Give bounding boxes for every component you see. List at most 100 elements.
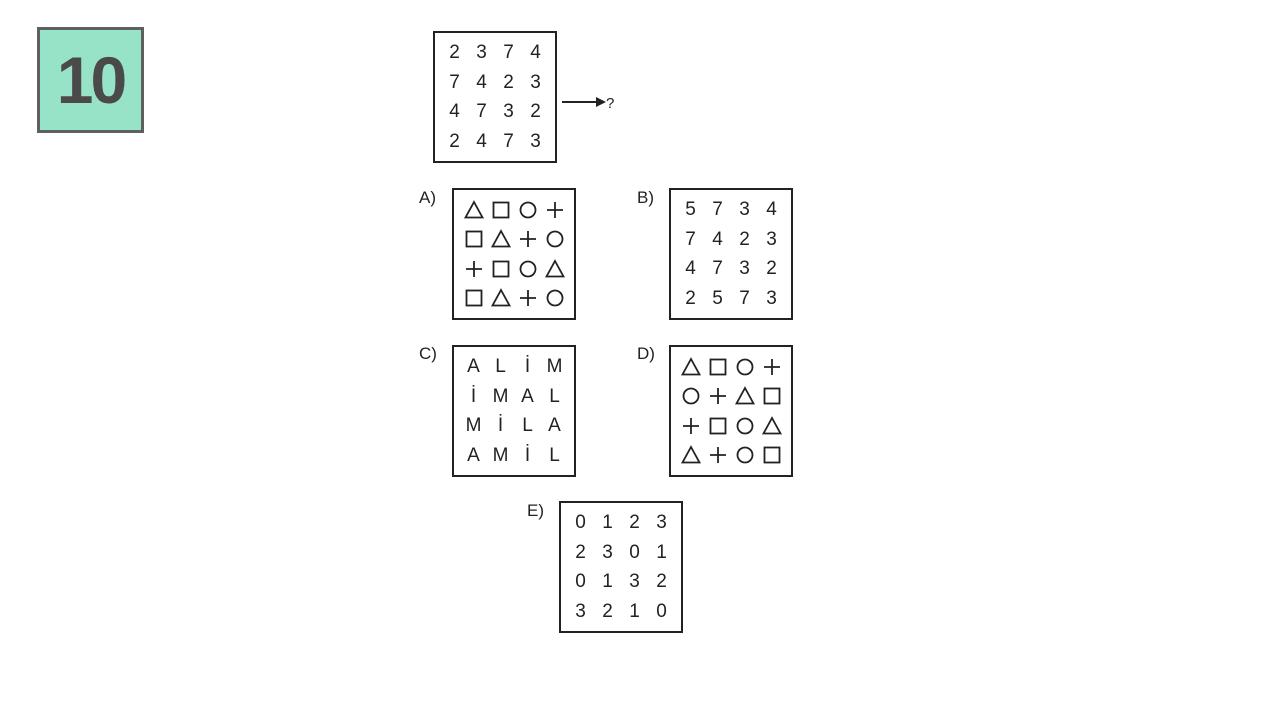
grid-cell (704, 441, 731, 471)
option-e-label: E) (527, 501, 544, 520)
grid-cell: A (467, 444, 480, 466)
plus-icon (519, 290, 536, 307)
grid-cell (514, 225, 541, 255)
grid-cell: A (548, 415, 561, 437)
plus-icon (546, 201, 563, 218)
grid-cell: 1 (656, 541, 667, 563)
grid-cell: 4 (476, 71, 487, 93)
grid-cell: 2 (602, 600, 613, 622)
plus-icon (682, 417, 699, 434)
question-number: 10 (56, 43, 127, 117)
question-mark: ? (606, 95, 615, 112)
plus-icon (763, 358, 780, 375)
grid-cell: 1 (629, 600, 640, 622)
triangle-icon (680, 445, 701, 464)
grid-cell: 7 (712, 199, 723, 221)
grid-cell (704, 382, 731, 412)
grid-cell: 3 (629, 571, 640, 593)
option-c-label: C) (419, 344, 437, 363)
grid-cell (487, 225, 514, 255)
grid-cell (758, 352, 785, 382)
grid-cell: 4 (449, 101, 460, 123)
triangle-icon (463, 199, 484, 219)
grid-cell (487, 195, 514, 225)
grid-cell: 2 (766, 258, 777, 280)
grid-cell (758, 382, 785, 412)
grid-cell (487, 254, 514, 284)
grid-cell (677, 411, 704, 441)
question-number-badge: 10 (37, 27, 144, 133)
grid-cell: İ (470, 385, 477, 407)
grid-cell: 3 (530, 130, 541, 152)
grid-cell (731, 352, 758, 382)
right-arrow-icon (562, 97, 606, 107)
grid-cell: 7 (476, 101, 487, 123)
square-icon (763, 446, 780, 464)
circle-icon (736, 417, 753, 435)
square-icon (465, 230, 482, 248)
plus-icon (709, 447, 726, 464)
grid-cell: 2 (503, 71, 514, 93)
grid-cell: 7 (685, 228, 696, 250)
grid-cell: A (467, 356, 480, 378)
grid-cell: 2 (530, 101, 541, 123)
triangle-icon (680, 356, 701, 376)
grid-cell (677, 352, 704, 382)
grid-cell: 2 (575, 541, 586, 563)
grid-cell: 1 (602, 571, 613, 593)
grid-cell: 4 (685, 258, 696, 280)
grid-cell: M (492, 444, 509, 466)
grid-cell: 3 (739, 199, 750, 221)
option-d-grid[interactable] (669, 345, 793, 477)
grid-cell (758, 441, 785, 471)
option-a-grid[interactable] (452, 188, 576, 320)
grid-cell: 3 (602, 541, 613, 563)
grid-cell: L (549, 385, 560, 407)
grid-cell: 4 (712, 228, 723, 250)
grid-cell: 2 (449, 42, 460, 64)
grid-cell (460, 284, 487, 314)
grid-cell: 3 (530, 71, 541, 93)
square-icon (763, 387, 780, 405)
grid-cell: 3 (656, 512, 667, 534)
triangle-icon (490, 288, 511, 307)
grid-cell: L (549, 444, 560, 466)
grid-cell: 0 (629, 541, 640, 563)
grid-cell (541, 195, 568, 225)
grid-cell: 3 (503, 101, 514, 123)
circle-icon (519, 260, 536, 278)
grid-cell: M (546, 356, 563, 378)
circle-icon (546, 289, 563, 307)
grid-cell: 2 (739, 228, 750, 250)
grid-cell: İ (524, 444, 531, 466)
grid-cell: 2 (656, 571, 667, 593)
grid-cell (514, 254, 541, 284)
triangle-icon (490, 229, 511, 248)
circle-icon (519, 201, 536, 219)
grid-cell: 3 (766, 228, 777, 250)
grid-cell: 7 (712, 258, 723, 280)
option-b-label: B) (637, 188, 654, 207)
grid-cell: İ (497, 415, 504, 437)
grid-cell (731, 441, 758, 471)
grid-cell (460, 254, 487, 284)
grid-cell: 4 (766, 199, 777, 221)
grid-cell (541, 284, 568, 314)
grid-cell (704, 411, 731, 441)
plus-icon (519, 231, 536, 248)
circle-icon (736, 446, 753, 464)
grid-cell: 2 (629, 512, 640, 534)
grid-cell: 0 (575, 512, 586, 534)
grid-cell (514, 284, 541, 314)
triangle-icon (734, 386, 755, 405)
grid-cell: 0 (656, 600, 667, 622)
grid-cell: 7 (503, 42, 514, 64)
grid-cell: 7 (739, 287, 750, 309)
grid-cell: L (495, 356, 506, 378)
grid-cell: 2 (449, 130, 460, 152)
grid-cell: 3 (476, 42, 487, 64)
